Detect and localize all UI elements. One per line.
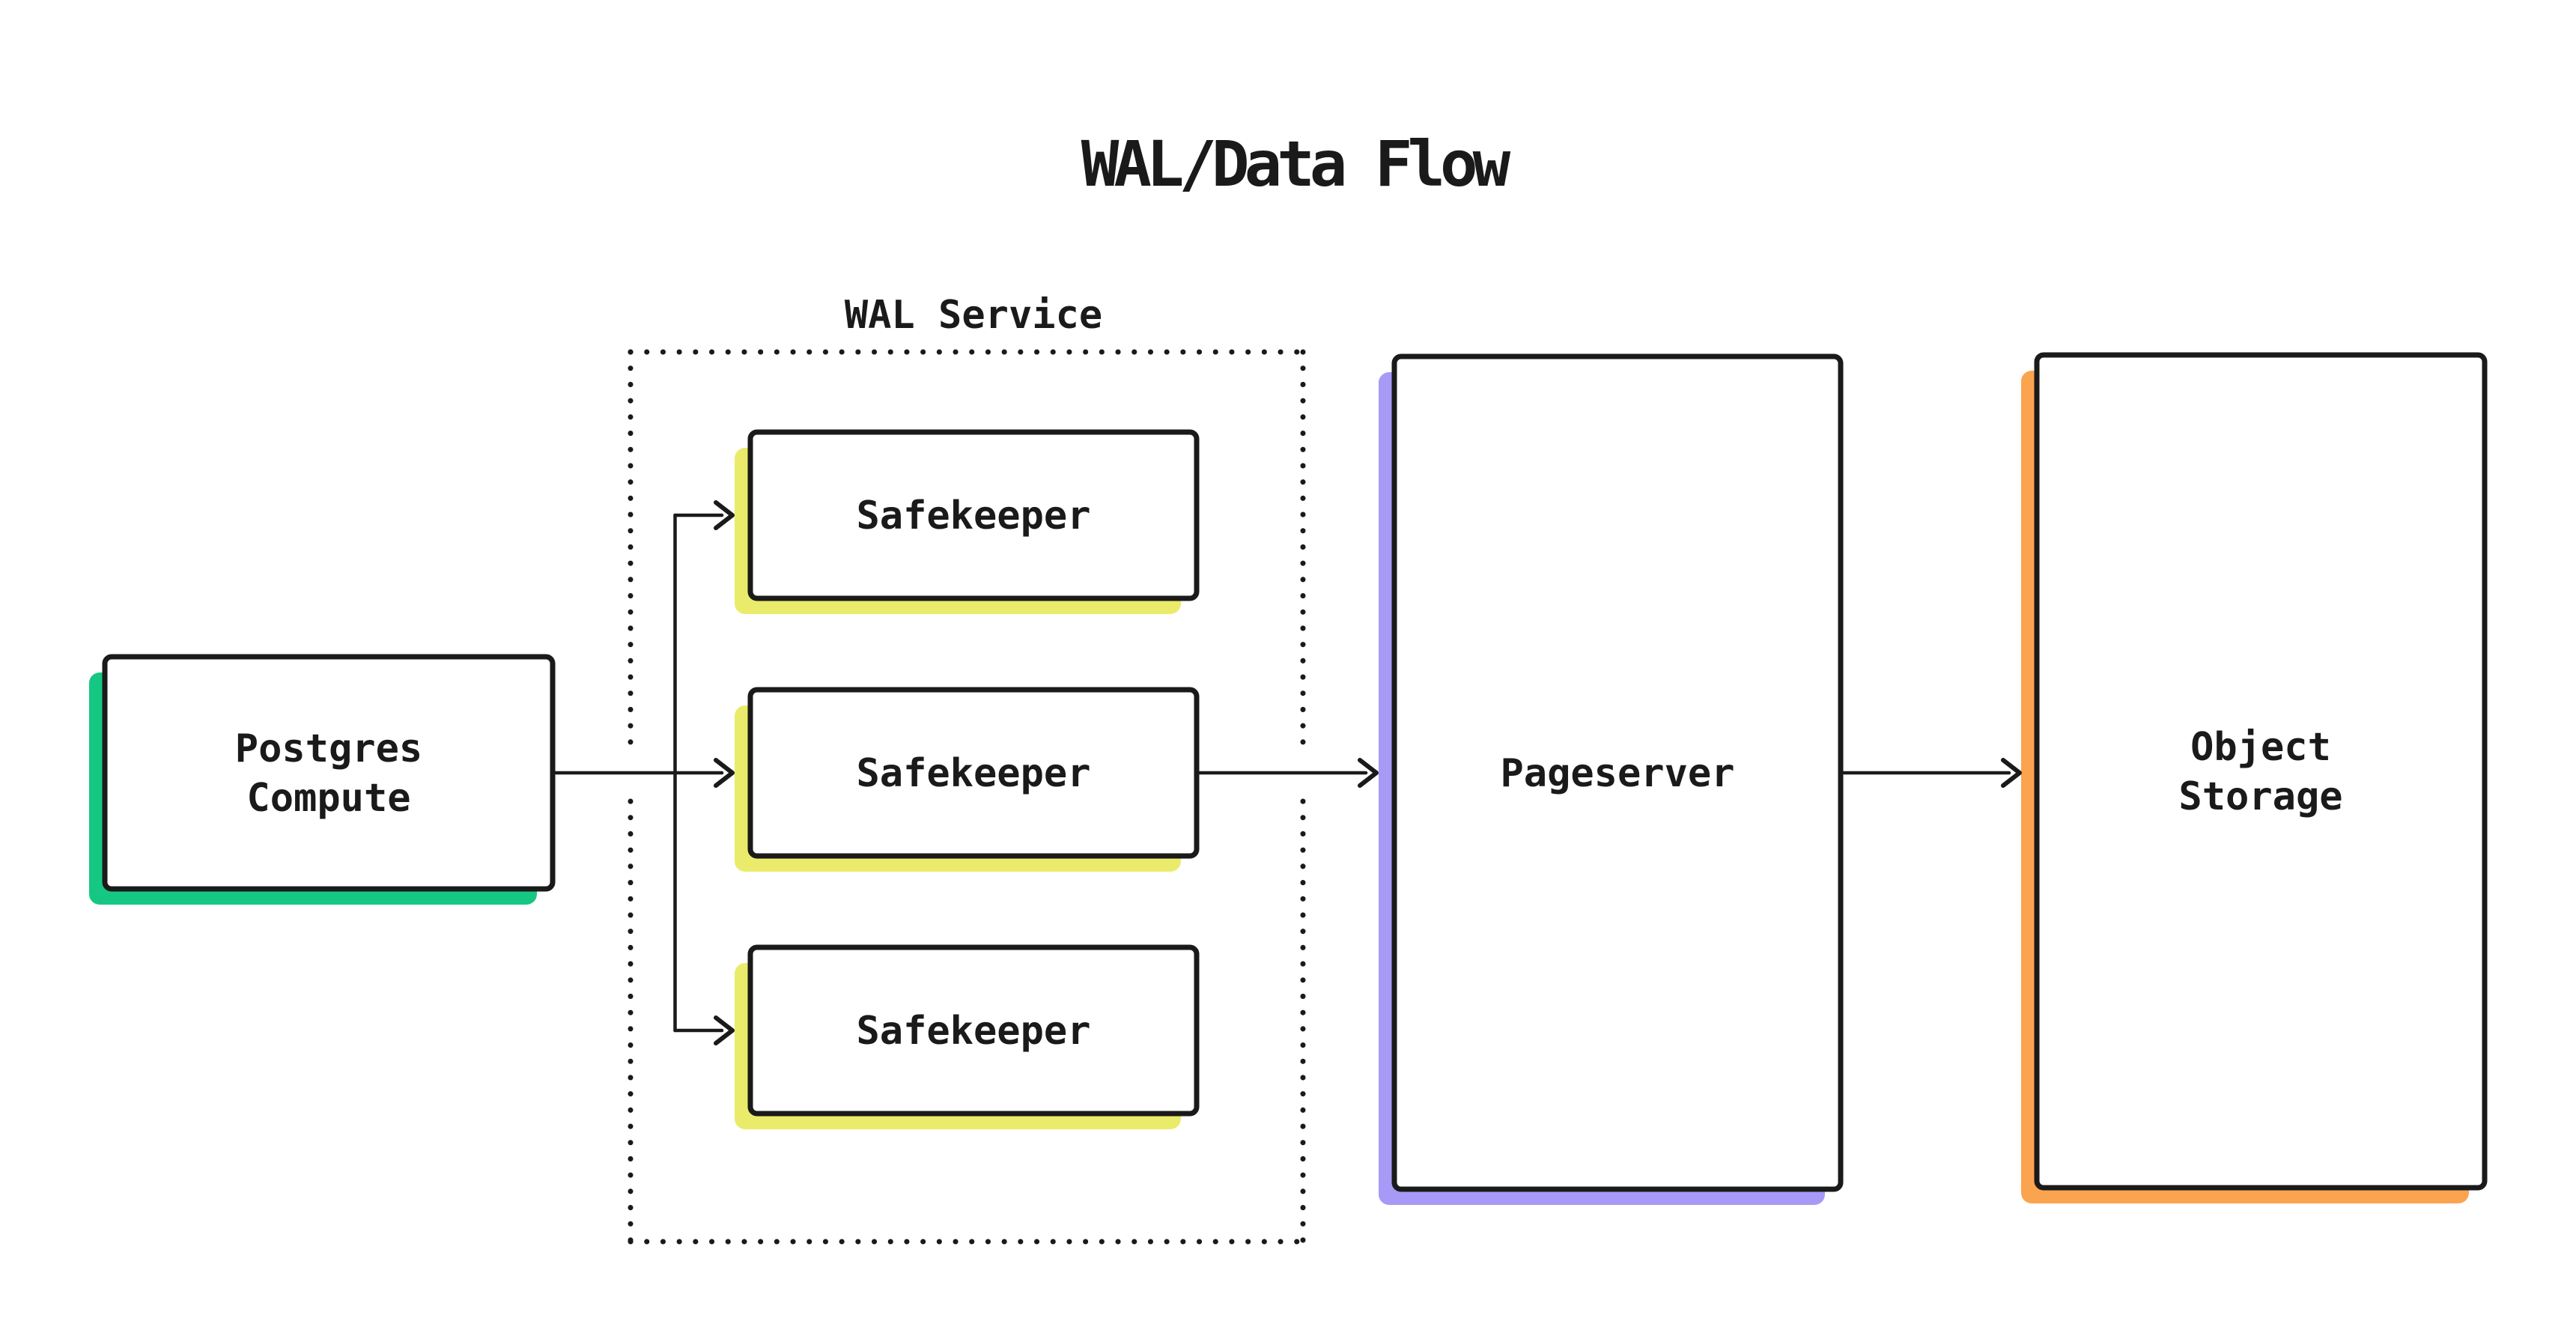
safekeeper-top-label: Safekeeper <box>856 494 1090 538</box>
object-storage-label-line1: Object <box>2190 725 2331 770</box>
arrowhead-object-storage <box>2001 758 2022 788</box>
object-storage-box <box>2034 352 2488 1191</box>
node-safekeeper-middle: Safekeeper <box>735 687 1200 872</box>
node-safekeeper-bottom: Safekeeper <box>735 944 1200 1129</box>
postgres-compute-label-line1: Postgres <box>235 726 422 771</box>
edges <box>550 500 2022 1045</box>
safekeeper-bottom-box <box>747 944 1200 1117</box>
pageserver-label: Pageserver <box>1500 751 1734 796</box>
arrowhead-safekeeper-middle <box>714 758 735 788</box>
safekeeper-middle-label: Safekeeper <box>856 751 1090 796</box>
arrowhead-pageserver <box>1358 758 1379 788</box>
arrowhead-safekeeper-top <box>714 500 735 530</box>
node-pageserver: Pageserver <box>1379 353 1844 1205</box>
diagram-title: WAL/Data Flow <box>1081 127 1511 201</box>
node-safekeeper-top: Safekeeper <box>735 429 1200 614</box>
node-object-storage: Object Storage <box>2021 352 2488 1203</box>
node-postgres-compute: Postgres Compute <box>89 654 556 905</box>
postgres-compute-label-line2: Compute <box>246 776 410 821</box>
arrowhead-safekeeper-bottom <box>714 1015 735 1045</box>
postgres-compute-box <box>102 654 556 892</box>
safekeeper-top-box <box>747 429 1200 601</box>
safekeeper-bottom-label: Safekeeper <box>856 1009 1090 1054</box>
object-storage-label-line2: Storage <box>2178 774 2342 819</box>
wal-service-container: WAL Service <box>628 293 1306 1245</box>
wal-service-label: WAL Service <box>845 293 1102 338</box>
